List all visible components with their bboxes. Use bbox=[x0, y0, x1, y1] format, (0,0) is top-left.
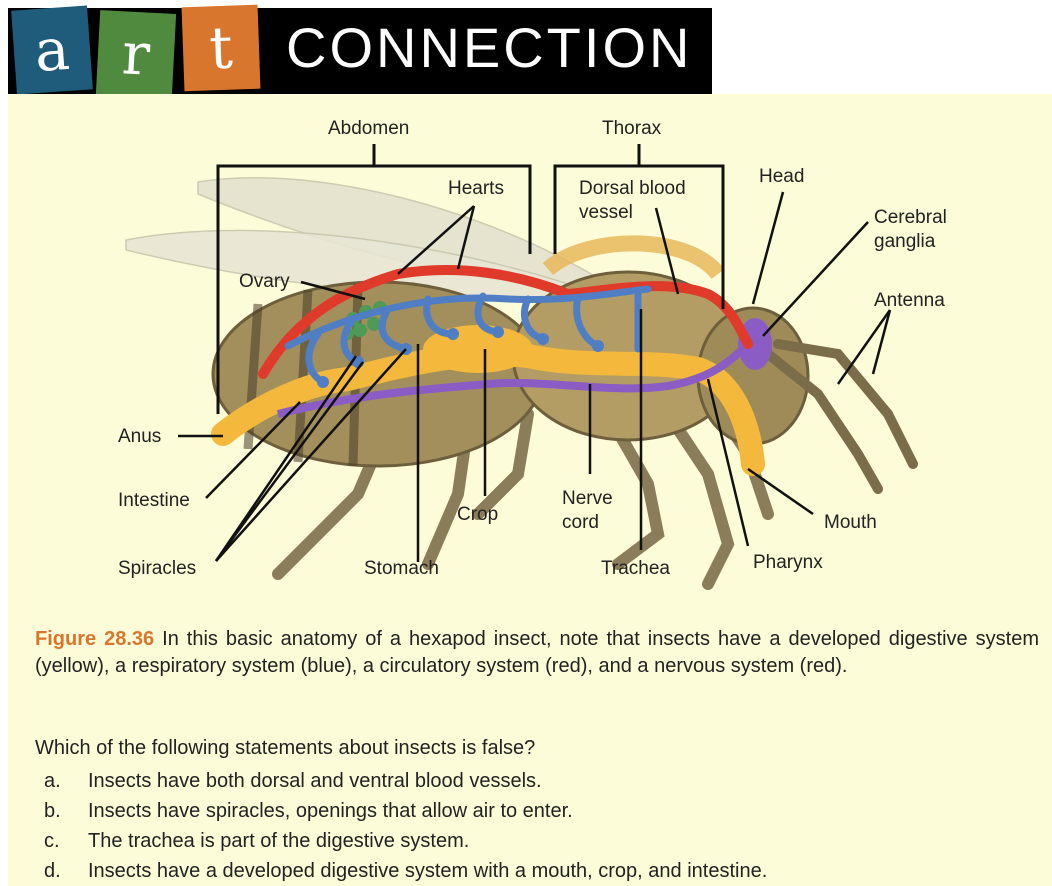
label-hearts: Hearts bbox=[448, 178, 504, 199]
answer-option-b: b.Insects have spiracles, openings that … bbox=[44, 796, 767, 826]
label-ovary: Ovary bbox=[239, 271, 290, 292]
option-letter: b. bbox=[44, 796, 88, 826]
label-thorax: Thorax bbox=[602, 118, 662, 139]
answer-options: a.Insects have both dorsal and ventral b… bbox=[44, 766, 767, 886]
label-nerve-cord-2: cord bbox=[562, 512, 599, 533]
banner-title: CONNECTION bbox=[286, 20, 692, 76]
figure-panel: Abdomen Thorax Hearts Dorsal blood vesse… bbox=[8, 94, 1052, 886]
option-text: Insects have both dorsal and ventral blo… bbox=[88, 770, 542, 792]
label-pharynx: Pharynx bbox=[753, 552, 823, 573]
label-anus: Anus bbox=[118, 426, 161, 447]
label-intestine: Intestine bbox=[118, 490, 190, 511]
letter-tile-a: a bbox=[11, 5, 93, 94]
label-antenna: Antenna bbox=[874, 290, 945, 311]
label-trachea: Trachea bbox=[601, 558, 670, 579]
label-nerve-cord: Nerve bbox=[562, 488, 613, 509]
label-dorsal-blood-vessel-2: vessel bbox=[579, 202, 633, 223]
answer-option-c: c.The trachea is part of the digestive s… bbox=[44, 826, 767, 856]
option-letter: d. bbox=[44, 856, 88, 886]
label-stomach: Stomach bbox=[364, 558, 439, 579]
question-prompt: Which of the following statements about … bbox=[35, 737, 535, 760]
figure-caption: Figure 28.36 In this basic anatomy of a … bbox=[35, 626, 1039, 680]
option-text: The trachea is part of the digestive sys… bbox=[88, 830, 469, 852]
option-text: Insects have spiracles, openings that al… bbox=[88, 800, 573, 822]
label-cerebral-ganglia-2: ganglia bbox=[874, 231, 936, 252]
option-letter: c. bbox=[44, 826, 88, 856]
label-abdomen: Abdomen bbox=[328, 118, 409, 139]
option-letter: a. bbox=[44, 766, 88, 796]
caption-text: In this basic anatomy of a hexapod insec… bbox=[35, 628, 1039, 677]
figure-number: Figure 28.36 bbox=[35, 628, 154, 650]
label-crop: Crop bbox=[457, 504, 498, 525]
letter-tile-t: t bbox=[182, 5, 261, 92]
art-connection-banner: a r t CONNECTION bbox=[8, 8, 712, 94]
label-head: Head bbox=[759, 166, 804, 187]
label-dorsal-blood-vessel: Dorsal blood bbox=[579, 178, 686, 199]
answer-option-a: a.Insects have both dorsal and ventral b… bbox=[44, 766, 767, 796]
label-spiracles: Spiracles bbox=[118, 558, 196, 579]
option-text: Insects have a developed digestive syste… bbox=[88, 860, 767, 882]
label-mouth: Mouth bbox=[824, 512, 877, 533]
insect-anatomy-diagram: Abdomen Thorax Hearts Dorsal blood vesse… bbox=[8, 94, 1052, 614]
label-cerebral-ganglia: Cerebral bbox=[874, 207, 947, 228]
answer-option-d: d.Insects have a developed digestive sys… bbox=[44, 856, 767, 886]
letter-tile-r: r bbox=[96, 10, 176, 98]
